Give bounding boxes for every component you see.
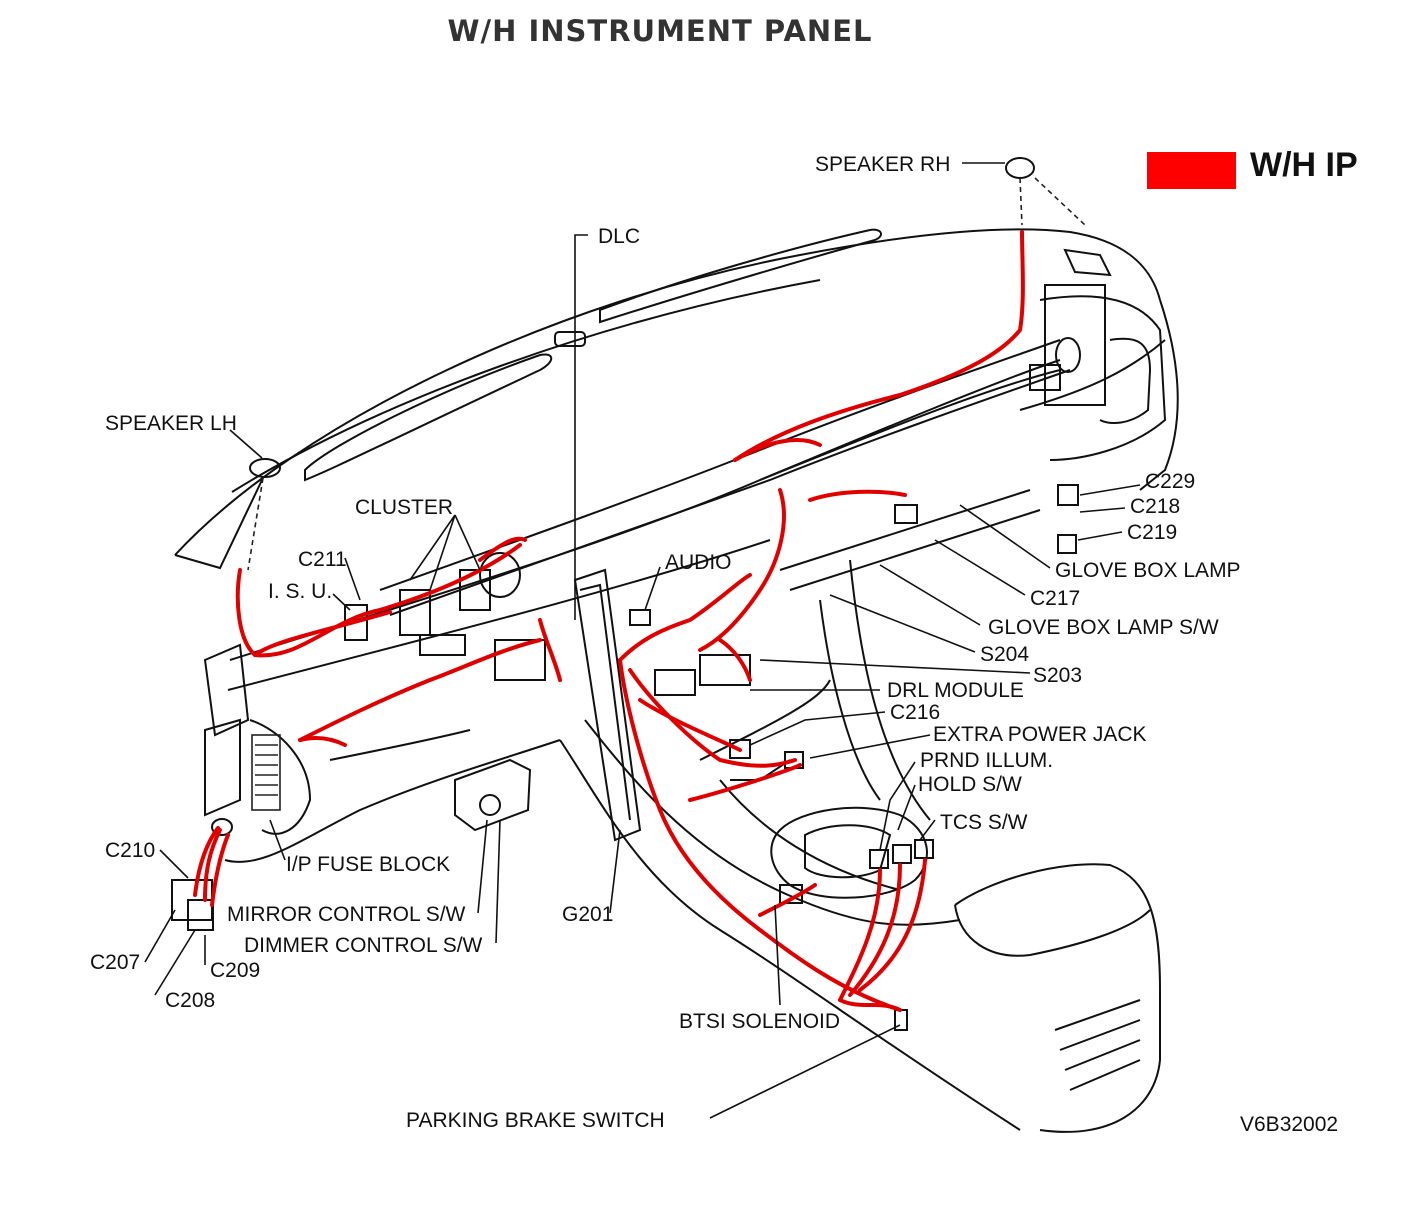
label-dimmer-control-sw: DIMMER CONTROL S/W <box>244 934 483 957</box>
label-speaker-rh: SPEAKER RH <box>815 153 950 176</box>
page-title: W/H INSTRUMENT PANEL <box>447 14 873 48</box>
legend-swatch <box>1147 152 1236 189</box>
label-c211: C211 <box>298 548 347 571</box>
label-parking-brake-switch: PARKING BRAKE SWITCH <box>406 1109 665 1132</box>
label-s204: S204 <box>980 643 1029 666</box>
label-prnd-illum: PRND ILLUM. <box>920 749 1053 772</box>
label-audio: AUDIO <box>665 551 732 574</box>
label-btsi-solenoid: BTSI SOLENOID <box>679 1010 840 1033</box>
label-extra-power-jack: EXTRA POWER JACK <box>933 723 1147 746</box>
label-glove-box-lamp-sw: GLOVE BOX LAMP S/W <box>988 616 1219 639</box>
label-c229: C229 <box>1145 470 1195 493</box>
label-c208: C208 <box>165 989 215 1012</box>
label-speaker-lh: SPEAKER LH <box>105 412 237 435</box>
label-s203: S203 <box>1033 664 1082 687</box>
wiring-harness <box>193 230 1025 1012</box>
legend-label: W/H IP <box>1250 146 1358 184</box>
label-c217: C217 <box>1030 587 1080 610</box>
leader-lines <box>144 162 1141 1119</box>
label-c210: C210 <box>105 839 155 862</box>
label-glove-box-lamp: GLOVE BOX LAMP <box>1055 559 1241 582</box>
label-c207: C207 <box>90 951 140 974</box>
label-hold-sw: HOLD S/W <box>918 773 1022 796</box>
label-ip-fuse-block: I/P FUSE BLOCK <box>286 853 450 876</box>
label-c219: C219 <box>1127 521 1177 544</box>
figure-id: V6B32002 <box>1240 1113 1338 1136</box>
label-mirror-control-sw: MIRROR CONTROL S/W <box>227 903 466 926</box>
label-c218: C218 <box>1130 495 1180 518</box>
label-cluster: CLUSTER <box>355 496 453 519</box>
label-dlc: DLC <box>598 225 640 248</box>
label-isu: I. S. U. <box>268 580 332 603</box>
labels: SPEAKER RH DLC SPEAKER LH CLUSTER C211 I… <box>90 153 1338 1136</box>
label-g201: G201 <box>562 903 613 926</box>
label-drl-module: DRL MODULE <box>887 679 1024 702</box>
label-c209: C209 <box>210 959 260 982</box>
label-c216: C216 <box>890 701 940 724</box>
label-tcs-sw: TCS S/W <box>940 811 1028 834</box>
